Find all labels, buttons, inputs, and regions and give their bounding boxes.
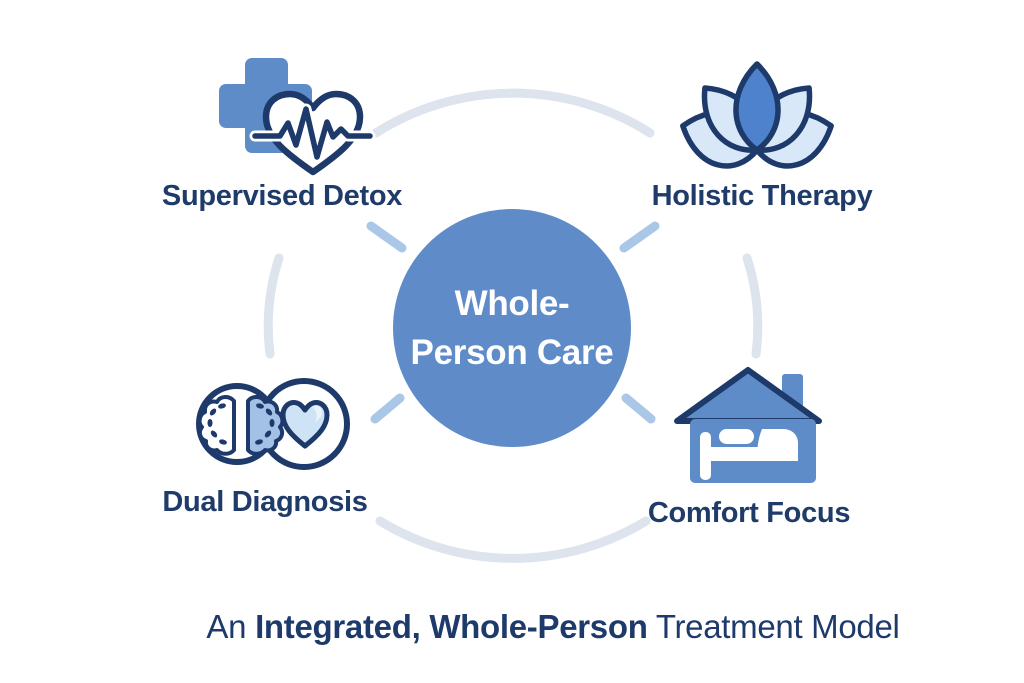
lotus-icon [680,61,834,169]
center-hub: Whole- Person Care [393,209,631,447]
ring [263,88,763,563]
label-comfort-focus: Comfort Focus [647,497,851,529]
connector-top-right [619,221,660,253]
ring-arc-bottom [375,516,651,563]
connectors [366,221,660,424]
house-bed-icon [674,367,822,483]
ring-arc-top [371,88,655,138]
caption: An Integrated, Whole-Person Treatment Mo… [113,608,993,646]
connector-bottom-right [621,393,656,424]
ring-arc-left [263,253,284,359]
connector-top-left [366,221,407,253]
center-title-line2: Person Care [410,333,614,372]
brain-heart-link-icon [196,378,350,470]
caption-suffix: Treatment Model [647,608,900,645]
center-title-line1: Whole- [454,284,570,323]
caption-prefix: An [206,608,256,645]
bed-glyph [700,429,798,480]
brain-dots [207,403,275,445]
medical-cross-heartbeat-icon [219,58,376,176]
label-holistic-therapy: Holistic Therapy [651,180,873,212]
label-dual-diagnosis: Dual Diagnosis [162,486,368,518]
label-supervised-detox: Supervised Detox [161,180,403,212]
caption-bold: Integrated, Whole-Person [255,608,648,645]
connector-bottom-left [370,393,405,424]
ring-arc-right [742,253,763,359]
